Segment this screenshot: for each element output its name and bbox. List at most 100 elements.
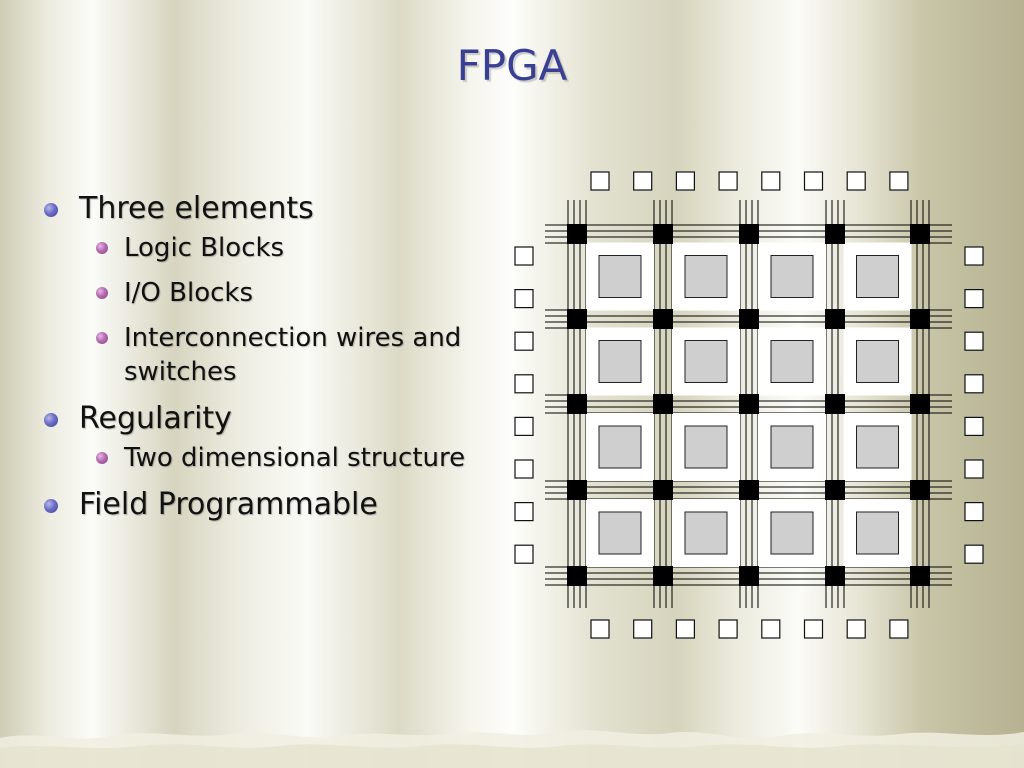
- io-block-bottom: [889, 619, 909, 639]
- io-block-bottom: [718, 619, 738, 639]
- io-block-top: [675, 171, 696, 191]
- logic-block: [856, 425, 899, 469]
- logic-block: [684, 425, 728, 469]
- logic-block: [684, 340, 728, 383]
- io-block-left: [514, 331, 534, 351]
- switch-box: [739, 480, 759, 500]
- logic-block: [856, 340, 899, 383]
- io-block-top: [633, 171, 653, 191]
- switch-box: [739, 224, 759, 244]
- switch-box: [567, 309, 587, 329]
- logic-block: [598, 511, 642, 555]
- switch-box: [567, 224, 587, 244]
- io-block-top: [761, 171, 781, 191]
- bullet-dot-icon: [44, 203, 58, 217]
- switch-box: [825, 480, 845, 500]
- switch-box: [825, 309, 845, 329]
- bullet-text: Field Programmable: [79, 487, 378, 522]
- switch-box: [739, 566, 759, 586]
- sub-bullet-list: Two dimensional structure: [79, 441, 480, 475]
- io-block-right: [964, 374, 984, 394]
- io-block-bottom: [803, 619, 824, 639]
- sub-bullet-logic-blocks: Logic Blocks: [79, 231, 480, 265]
- io-block-left: [514, 544, 534, 564]
- io-block-left: [514, 502, 534, 522]
- logic-block: [856, 255, 899, 298]
- io-block-bottom: [675, 619, 696, 639]
- sub-bullet-io-blocks: I/O Blocks: [79, 276, 480, 310]
- sub-bullet-text: I/O Blocks: [124, 278, 254, 308]
- switch-box: [653, 309, 673, 329]
- sub-bullet-text: Interconnection wires and switches: [124, 323, 462, 387]
- bullet-regularity: Regularity Two dimensional structure: [40, 400, 480, 475]
- io-block-left: [514, 374, 534, 394]
- switch-box: [567, 480, 587, 500]
- io-block-bottom: [633, 619, 653, 639]
- io-block-top: [889, 171, 909, 191]
- io-block-right: [964, 289, 984, 309]
- bullet-field-programmable: Field Programmable: [40, 486, 480, 524]
- bullet-dot-icon: [44, 413, 58, 427]
- logic-block: [684, 255, 728, 298]
- io-block-right: [964, 459, 984, 479]
- bullet-text: Regularity: [79, 401, 232, 436]
- sub-bullet-text: Two dimensional structure: [124, 443, 466, 473]
- switch-box: [739, 394, 759, 414]
- switch-box: [910, 480, 930, 500]
- switch-box: [825, 394, 845, 414]
- io-block-left: [514, 459, 534, 479]
- sub-bullet-interconnection: Interconnection wires and switches: [79, 321, 480, 389]
- io-block-right: [964, 331, 984, 351]
- sub-bullet-dot-icon: [96, 287, 108, 299]
- bullet-text: Three elements: [79, 191, 314, 226]
- io-block-right: [964, 502, 984, 522]
- logic-block: [770, 425, 814, 469]
- io-block-top: [590, 171, 610, 191]
- switch-box: [653, 480, 673, 500]
- slide-title: FPGA: [456, 41, 568, 90]
- io-block-left: [514, 246, 534, 266]
- io-block-left: [514, 416, 534, 436]
- io-block-top: [718, 171, 738, 191]
- logic-block: [856, 511, 899, 555]
- sub-bullet-text: Logic Blocks: [124, 233, 285, 263]
- sub-bullet-dot-icon: [96, 242, 108, 254]
- switch-box: [653, 224, 673, 244]
- bullet-dot-icon: [44, 499, 58, 513]
- switch-box: [910, 394, 930, 414]
- switch-box: [653, 394, 673, 414]
- sub-bullet-dot-icon: [96, 452, 108, 464]
- io-block-bottom: [761, 619, 781, 639]
- switch-box: [567, 394, 587, 414]
- logic-block: [770, 340, 814, 383]
- sub-bullet-list: Logic Blocks I/O Blocks Interconnection …: [79, 231, 480, 389]
- io-block-top: [803, 171, 824, 191]
- logic-block: [598, 425, 642, 469]
- switch-box: [653, 566, 673, 586]
- sub-bullet-dot-icon: [96, 332, 108, 344]
- logic-block: [770, 511, 814, 555]
- logic-block: [684, 511, 728, 555]
- switch-box: [825, 224, 845, 244]
- bullet-three-elements: Three elements Logic Blocks I/O Blocks I…: [40, 190, 480, 389]
- switch-box: [910, 309, 930, 329]
- logic-block: [598, 255, 642, 298]
- switch-box: [910, 566, 930, 586]
- switch-box: [739, 309, 759, 329]
- sub-bullet-two-dimensional: Two dimensional structure: [79, 441, 480, 475]
- io-block-left: [514, 289, 534, 309]
- io-block-bottom: [590, 619, 610, 639]
- switch-box: [910, 224, 930, 244]
- switch-box: [825, 566, 845, 586]
- io-block-right: [964, 246, 984, 266]
- logic-block: [770, 255, 814, 298]
- switch-box: [567, 566, 587, 586]
- io-block-right: [964, 544, 984, 564]
- io-block-top: [846, 171, 866, 191]
- logic-block: [598, 340, 642, 383]
- io-block-bottom: [846, 619, 866, 639]
- bullet-list: Three elements Logic Blocks I/O Blocks I…: [40, 190, 480, 524]
